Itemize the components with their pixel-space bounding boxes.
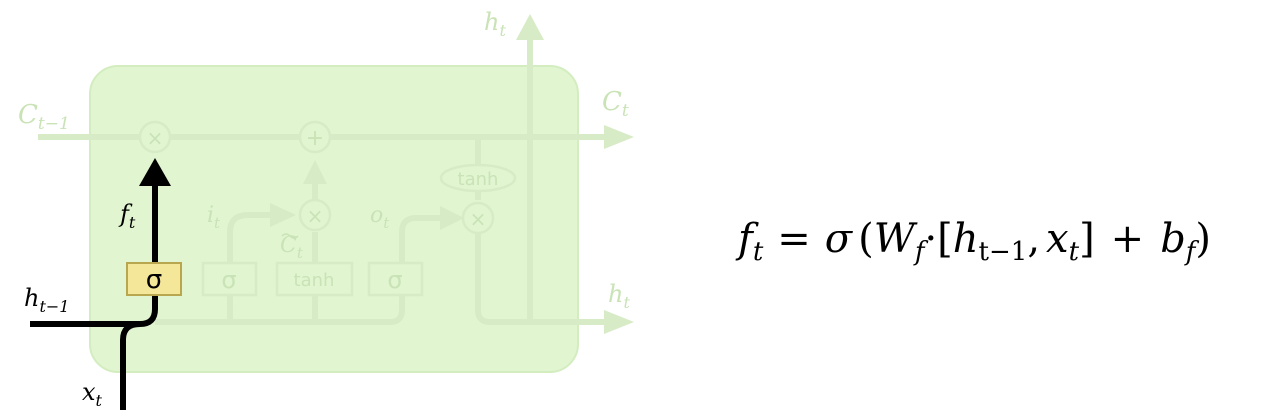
eq-plus: + bbox=[1111, 216, 1145, 262]
forget-sigma-box bbox=[126, 262, 182, 296]
hidden-top-label: ht bbox=[484, 8, 506, 40]
eq-lhs-sub: t bbox=[753, 237, 764, 267]
candidate-label: Ct bbox=[280, 233, 304, 262]
output-multiply-node bbox=[461, 201, 495, 235]
eq-close-paren: ) bbox=[1195, 216, 1211, 262]
eq-b: b bbox=[1160, 216, 1186, 262]
input-gate-arrow-icon bbox=[270, 203, 296, 227]
eq-h-sub: t−1 bbox=[979, 237, 1028, 267]
cell-prev-label: Ct−1 bbox=[18, 100, 70, 134]
input-sigma-box bbox=[201, 261, 258, 297]
tanh-ellipse-label: tanh bbox=[458, 169, 499, 190]
svg-text:ft=σ(Wf·[ht−1,xt]+bf): ft=σ(Wf·[ht−1,xt]+bf) bbox=[735, 216, 1211, 267]
input-x-active-line bbox=[120, 321, 141, 410]
eq-x-sub: t bbox=[1069, 237, 1080, 267]
candidate-tanh-label: tanh bbox=[294, 270, 335, 291]
eq-comma: , bbox=[1027, 216, 1040, 262]
hidden-right-arrow-icon bbox=[604, 310, 634, 334]
eq-dot: · bbox=[924, 216, 937, 262]
hidden-up-arrow-icon bbox=[516, 14, 544, 40]
eq-h: h bbox=[953, 216, 979, 262]
forget-gate-equation: ft=σ(Wf·[ht−1,xt]+bf) bbox=[735, 216, 1211, 267]
output-sigma-label: σ bbox=[387, 266, 402, 294]
input-gate-path bbox=[227, 212, 278, 322]
hidden-right-label: ht bbox=[608, 280, 630, 312]
eq-open-paren: ( bbox=[858, 216, 874, 262]
cell-state-arrow-icon bbox=[604, 125, 634, 149]
output-multiply-symbol: × bbox=[470, 207, 487, 231]
input-multiply-node bbox=[298, 198, 332, 232]
hidden-prev-label: ht−1 bbox=[24, 284, 69, 316]
input-x-label: xt bbox=[82, 378, 103, 410]
candidate-tanh-box bbox=[275, 261, 354, 297]
input-multiply-symbol: × bbox=[307, 204, 324, 228]
lstm-cell-body bbox=[89, 65, 579, 373]
eq-sigma: σ bbox=[825, 216, 854, 262]
cell-add-symbol: + bbox=[306, 126, 324, 151]
forget-multiply-symbol: × bbox=[147, 126, 164, 150]
forget-active-arrow-icon bbox=[139, 158, 171, 186]
eq-bracket-close: ] bbox=[1079, 216, 1095, 262]
forget-sigma-label: σ bbox=[146, 265, 162, 295]
candidate-up-arrow-icon bbox=[303, 160, 327, 184]
eq-equals: = bbox=[777, 216, 811, 262]
hidden-output-line bbox=[475, 232, 612, 325]
output-gate-label: ot bbox=[370, 203, 390, 232]
input-sigma-label: σ bbox=[221, 266, 236, 294]
eq-W: W bbox=[874, 216, 918, 262]
candidate-tilde-mark bbox=[281, 233, 299, 239]
cell-out-label: Ct bbox=[602, 87, 629, 121]
eq-bracket-open: [ bbox=[937, 216, 953, 262]
forget-multiply-node bbox=[138, 120, 172, 154]
output-sigma-box bbox=[367, 261, 424, 297]
cell-add-node bbox=[298, 120, 332, 154]
junction-to-sigma-line bbox=[139, 295, 158, 327]
tanh-ellipse-node bbox=[439, 163, 517, 193]
output-gate-arrow-icon bbox=[440, 206, 464, 230]
eq-x: x bbox=[1046, 216, 1069, 262]
input-gate-label: it bbox=[207, 203, 221, 232]
